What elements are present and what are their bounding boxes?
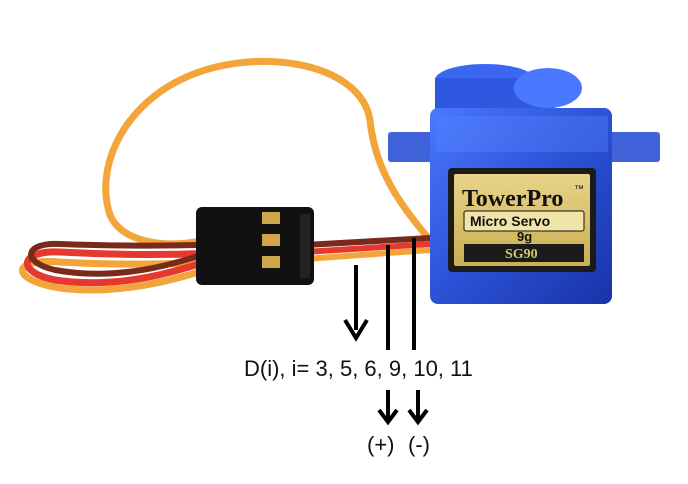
down-arrow-icon [407,408,429,426]
weight-text: 9g [517,229,532,244]
brand-tm-text: ™ [574,184,584,195]
signal-pin-caption: D(i), i= 3, 5, 6, 9, 10, 11 [244,356,473,381]
power-caption: (+) [367,432,395,457]
cable-to-servo-red [304,241,431,255]
pin-pointers [343,238,429,426]
model-text: SG90 [505,247,538,262]
servo-label: TowerPro ™ Micro Servo 9g SG90 [462,184,585,262]
cable-to-servo-orange [304,247,431,262]
signal-wire [102,57,433,248]
cable-to-servo [304,235,431,248]
down-arrow-icon [377,408,399,426]
servo-body [388,64,660,304]
product-line-text: Micro Servo [470,213,550,229]
brand-text: TowerPro [462,186,563,212]
ground-caption: (-) [408,432,430,457]
connector-plug [196,207,314,285]
down-arrow-icon [343,318,369,342]
